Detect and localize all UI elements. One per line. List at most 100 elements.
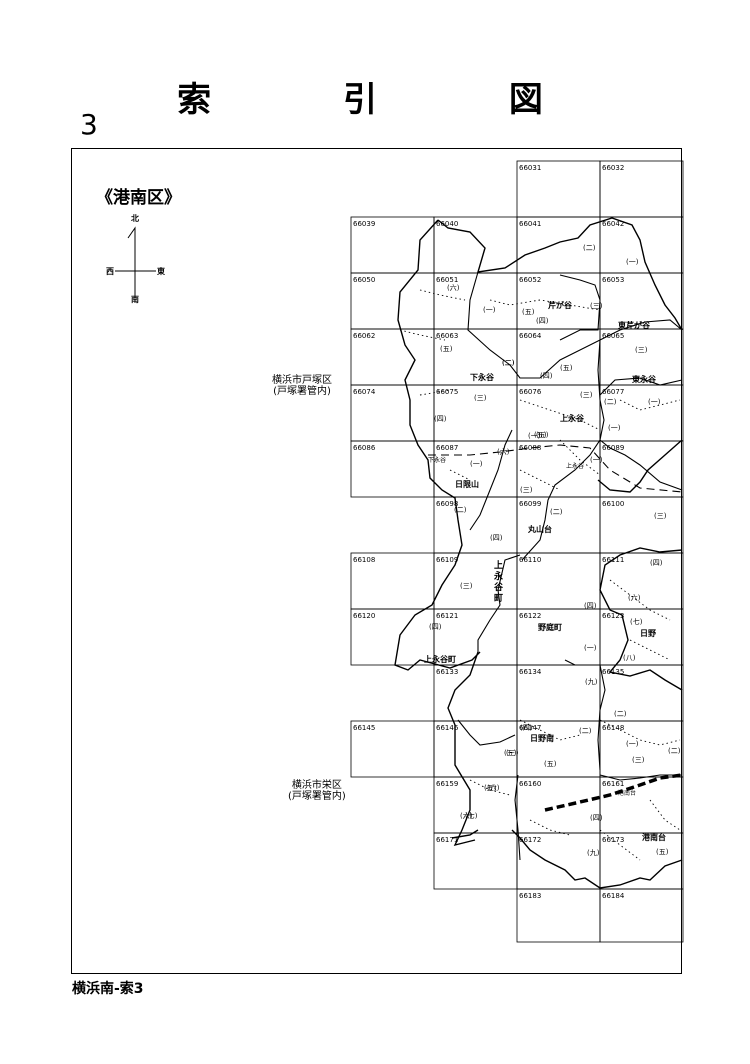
sheet-number: 66122 bbox=[519, 612, 541, 620]
sheet-number: 66087 bbox=[436, 444, 458, 452]
east-boundary bbox=[511, 547, 683, 889]
station-label: 下永谷 bbox=[428, 456, 446, 464]
page-number: 3 bbox=[80, 108, 98, 141]
sheet-number: 66134 bbox=[519, 668, 542, 676]
sheet-number: 66088 bbox=[519, 444, 541, 452]
place-name: 谷 bbox=[494, 581, 504, 593]
sheet-number: 66050 bbox=[353, 276, 375, 284]
chome-mark: (三) bbox=[635, 346, 648, 354]
chome-mark: (二) bbox=[583, 244, 596, 252]
coastal-road bbox=[451, 829, 479, 839]
place-name: 野庭町 bbox=[538, 622, 562, 632]
totsuka-label-line2: (戸塚署管内) bbox=[273, 386, 331, 397]
chome-mark: (一) bbox=[483, 306, 496, 314]
chome-mark: (六) bbox=[628, 593, 641, 602]
chome-mark: (六) bbox=[447, 283, 460, 292]
chome-mark: (八) bbox=[623, 654, 636, 662]
sheet-number: 66052 bbox=[519, 276, 541, 284]
sheet-number: 66076 bbox=[519, 388, 542, 396]
ward-boundary bbox=[394, 217, 683, 847]
sheet-number: 66110 bbox=[519, 556, 541, 564]
sheet-number: 66171 bbox=[436, 836, 458, 844]
chome-mark: (七) bbox=[465, 811, 478, 820]
chome-mark: (四) bbox=[490, 534, 503, 542]
sheet-number: 66086 bbox=[353, 444, 376, 452]
chome-mark: (三) bbox=[580, 391, 593, 399]
sheet-number: 66031 bbox=[519, 164, 541, 172]
chome-mark: (六) bbox=[487, 783, 500, 792]
chome-mark: (三) bbox=[520, 486, 533, 494]
chome-mark: (四) bbox=[650, 559, 663, 567]
chome-mark: (三) bbox=[460, 582, 473, 590]
sheet-cell[interactable] bbox=[599, 888, 684, 943]
chome-mark: (六) bbox=[460, 811, 473, 820]
station-label: 上永谷 bbox=[566, 462, 584, 470]
chome-mark: (一) bbox=[584, 644, 597, 652]
sheet-number: 66160 bbox=[519, 780, 541, 788]
sheet-number: 66161 bbox=[602, 780, 624, 788]
sheet-number: 66032 bbox=[602, 164, 624, 172]
chome-mark: (五) bbox=[484, 784, 497, 792]
chome-mark: (五) bbox=[522, 308, 535, 316]
chome-mark: (五) bbox=[544, 760, 557, 768]
sheet-number: 66120 bbox=[353, 612, 375, 620]
place-name: 下永谷 bbox=[470, 372, 495, 382]
chome-mark: (一) bbox=[626, 258, 639, 266]
chome-mark: (四) bbox=[434, 415, 447, 423]
chome-mark: (五) bbox=[504, 749, 517, 757]
sheet-number: 66053 bbox=[602, 276, 624, 284]
chome-mark: (一) bbox=[470, 460, 483, 468]
sakae-label-line2: (戸塚署管内) bbox=[288, 791, 346, 802]
totsuka-label-line1: 横浜市戸塚区 bbox=[272, 375, 332, 386]
compass-west: 西 bbox=[106, 267, 114, 276]
ward-label: 《港南区》 bbox=[96, 188, 181, 208]
chome-mark: (二) bbox=[579, 727, 592, 735]
place-name: 港南台 bbox=[642, 832, 666, 842]
sheet-number: 66147 bbox=[519, 724, 541, 732]
sheet-number: 66042 bbox=[602, 220, 624, 228]
totsuka-label: 横浜市戸塚区 (戸塚署管内) bbox=[272, 375, 332, 397]
place-name: 上永谷 bbox=[560, 413, 585, 423]
sheet-number: 66099 bbox=[519, 500, 541, 508]
place-name: 永 bbox=[493, 570, 504, 582]
place-name: 日野 bbox=[640, 629, 656, 638]
map-frame bbox=[71, 148, 682, 974]
chome-mark: (五) bbox=[560, 364, 573, 372]
chome-mark: (二) bbox=[502, 359, 515, 367]
sheet-number: 66051 bbox=[436, 276, 458, 284]
chome-mark: (四) bbox=[536, 317, 549, 325]
sheet-number: 66146 bbox=[436, 724, 459, 732]
chome-mark: (五) bbox=[440, 345, 453, 353]
chome-mark: (三) bbox=[632, 756, 645, 764]
place-name: 上永谷町 bbox=[424, 654, 456, 664]
chome-mark: (一) bbox=[590, 456, 603, 464]
sakae-label: 横浜市栄区 (戸塚署管内) bbox=[288, 780, 346, 802]
chome-mark: (三) bbox=[590, 302, 603, 310]
chome-mark: (九) bbox=[587, 848, 600, 857]
chome-mark: (三) bbox=[654, 512, 667, 520]
compass-north: 北 bbox=[131, 213, 139, 223]
chome-mark: (一) bbox=[528, 432, 541, 440]
station-label: 港南台 bbox=[618, 789, 636, 797]
sheet-number: 66064 bbox=[519, 332, 542, 340]
place-name: 東芹が谷 bbox=[618, 320, 651, 330]
chome-mark: (九) bbox=[585, 677, 598, 686]
chome-mark: (四) bbox=[520, 724, 533, 732]
chome-mark: (三) bbox=[474, 394, 487, 402]
chome-mark: (二) bbox=[502, 359, 515, 367]
compass-south: 南 bbox=[131, 294, 139, 304]
chome-mark: (一) bbox=[626, 740, 639, 748]
chome-boundary bbox=[399, 289, 681, 861]
chome-mark: (五) bbox=[656, 848, 669, 856]
sheet-number: 66159 bbox=[436, 780, 458, 788]
town-boundary bbox=[457, 271, 683, 861]
place-name: 日限山 bbox=[455, 479, 479, 489]
footer-label: 横浜南-索3 bbox=[72, 981, 144, 997]
place-name: 丸山台 bbox=[527, 524, 552, 534]
place-name: 町 bbox=[494, 593, 503, 604]
chome-mark: (二) bbox=[668, 747, 681, 755]
chome-mark: (一) bbox=[648, 398, 661, 406]
compass-icon bbox=[115, 226, 156, 295]
sheet-number: 66145 bbox=[353, 724, 375, 732]
